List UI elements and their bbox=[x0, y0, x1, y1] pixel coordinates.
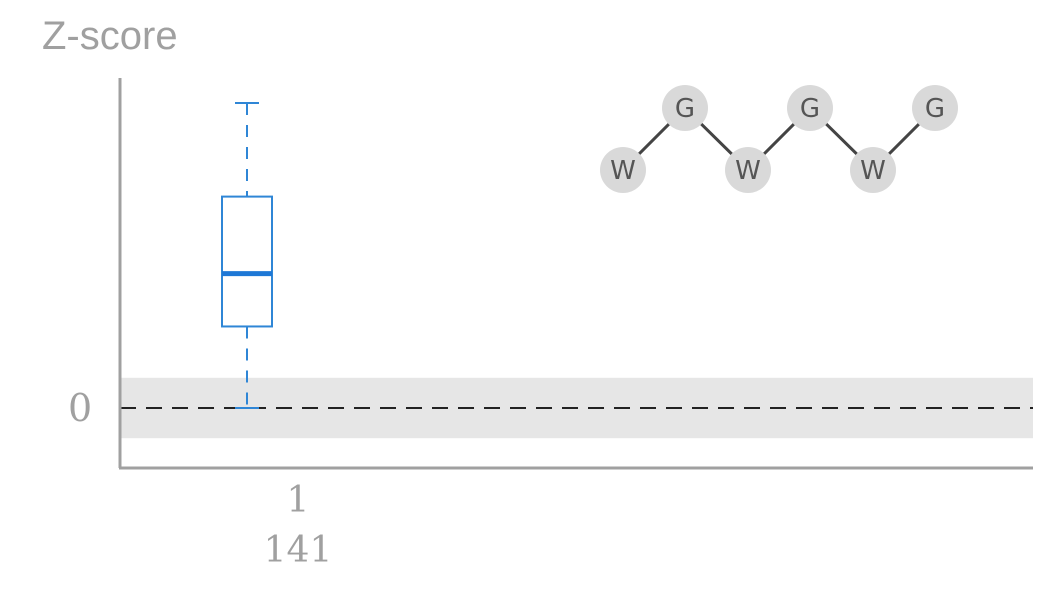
motif-diagram: G G G W W W bbox=[600, 85, 958, 193]
y-axis-label: Z-score bbox=[42, 14, 178, 58]
motif-top-node-2-circle bbox=[912, 85, 958, 131]
motif-top-node-0-label: G bbox=[675, 94, 695, 124]
x-tick-count: 141 bbox=[263, 530, 333, 571]
box-plot bbox=[221, 101, 273, 409]
motif-top-node-1-circle bbox=[787, 85, 833, 131]
motif-top-node-2-label: G bbox=[925, 94, 945, 124]
motif-top-node-1-label: G bbox=[800, 94, 820, 124]
box-iqr bbox=[221, 195, 273, 328]
y-tick-0: 0 bbox=[68, 386, 93, 430]
motif-bottom-node-1-circle bbox=[725, 147, 771, 193]
motif-bottom-node-2-circle bbox=[850, 147, 896, 193]
x-tick-category: 1 bbox=[286, 480, 310, 521]
motif-bottom-node-2-label: W bbox=[860, 156, 886, 186]
motif-top-node-0-circle bbox=[662, 85, 708, 131]
motif-bottom-node-1-label: W bbox=[735, 156, 761, 186]
motif-bottom-node-0-circle bbox=[600, 147, 646, 193]
motif-bottom-node-0-label: W bbox=[610, 156, 636, 186]
